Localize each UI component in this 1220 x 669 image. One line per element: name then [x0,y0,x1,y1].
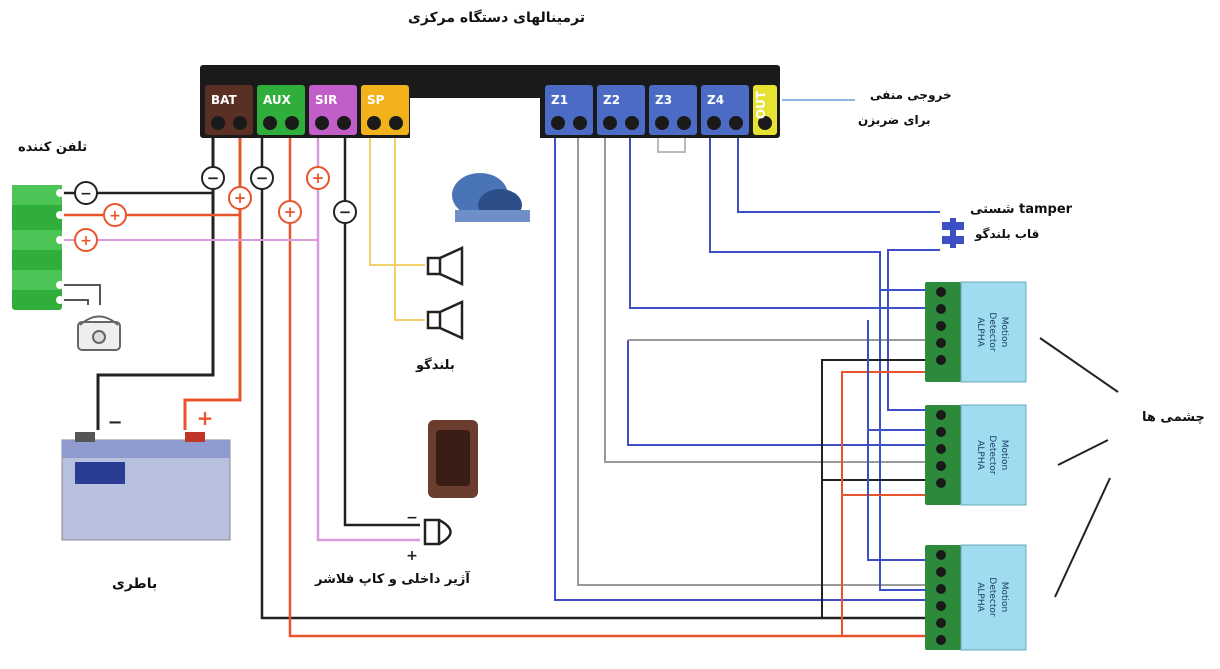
terminal-label: SP [367,93,385,107]
pointer-line-3 [1054,477,1111,598]
wire-z3-a [627,340,930,446]
wire-tamper-down [887,249,940,411]
siren-label: بلندگو [416,358,455,373]
terminal-bat: BAT [205,85,253,135]
plus-sign: + [312,169,325,187]
minus-sign: − [207,169,220,187]
wires [62,99,1119,638]
terminal-z2: Z2 [597,85,645,135]
terminal-label: OUT [754,90,768,119]
plus-sign: + [109,208,121,224]
wire-z1-b [577,135,930,586]
terminal-sir: SIR [309,85,357,135]
wire-z2-a [604,135,930,463]
wire-dialer-phone [62,284,101,305]
terminal-aux: AUX [257,85,305,135]
terminal-sp: SP [361,85,409,135]
terminal-label: AUX [263,93,292,107]
flasher-icon [428,420,478,498]
minus-sign: − [256,169,269,187]
terminal-label: BAT [211,93,238,107]
terminal-z1: Z1 [545,85,593,135]
plus-sign: + [284,203,297,221]
detector-text: Detector [987,577,997,617]
wire-z1-a [554,135,930,601]
plus-sign: + [197,406,214,430]
output-label-1: خروجی منفی [870,88,952,102]
terminal-label: Z3 [655,93,672,107]
wire-sp-2 [394,135,425,321]
wire-aux-minus [260,135,930,620]
tamper-label-2: قاب بلندگو [975,227,1040,241]
plus-sign: + [234,189,247,207]
minus-sign: − [339,203,352,221]
battery [61,432,231,541]
polarity-signs: − + − + + − − + + − + − + [74,166,418,564]
dialer-label: تلفن کننده [18,140,88,155]
terminal-label: Z1 [551,93,568,107]
tamper-label-1: شستی tamper [970,202,1073,217]
wire-det-black-1 [821,359,930,618]
detector-text: Motion [999,317,1009,348]
siren-icon [452,173,530,222]
pointer-line-1 [1039,337,1119,393]
plus-sign: + [80,233,92,249]
wire-sir-plus [316,135,420,542]
detectors-label: چشمی ها [1142,410,1205,425]
terminal-label: Z4 [707,93,724,107]
wire-det-red-1 [841,371,930,636]
detector-text: Detector [987,435,997,475]
output-label-2: برای ضربزن [858,113,931,127]
buzzer-label: آژیر داخلی و کاپ فلاشر [315,572,470,587]
wire-bat-plus [183,135,242,430]
wire-z4-b [737,135,940,213]
detector-text: ALPHA [975,440,985,470]
terminal-out: OUT [753,85,777,135]
speaker-icon-2 [426,300,464,340]
battery-label: باطری [112,576,158,592]
wire-z4-a [709,135,930,591]
plus-sign: + [406,548,418,564]
terminal-z3: Z3 [649,85,697,135]
wire-sp-1 [369,135,425,266]
minus-sign: − [107,412,122,433]
dialer-connector [12,185,64,310]
wire-det-blue-2 [867,320,930,561]
pointer-line-2 [1057,439,1109,466]
terminal-label: SIR [315,93,337,107]
wire-z2-b [629,135,930,309]
wire-z3-loop [657,135,686,153]
detector-text: Detector [987,312,997,352]
detector-text: ALPHA [975,317,985,347]
detector-text: Motion [999,440,1009,471]
buzzer-icon [423,518,452,546]
speaker-icon-1 [426,246,464,286]
detector-text: ALPHA [975,582,985,612]
detector-text: Motion [999,582,1009,613]
tamper-switch-icon [942,218,964,248]
wire-bat-minus [96,135,215,430]
wire-aux-plus [288,135,930,638]
minus-sign: − [406,510,418,526]
minus-sign: − [80,186,92,202]
wire-sir-minus [343,135,420,527]
terminal-z4: Z4 [701,85,749,135]
terminal-block: BAT AUX SIR SP Z1 Z2 Z3 Z4 OUT [200,65,780,138]
terminal-label: Z2 [603,93,620,107]
diagram-title: ترمینالهای دستگاه مرکزی [408,10,586,26]
detectors: MotionDetectorALPHAMotionDetectorALPHAMo… [925,281,1027,651]
telephone-icon [77,315,121,351]
